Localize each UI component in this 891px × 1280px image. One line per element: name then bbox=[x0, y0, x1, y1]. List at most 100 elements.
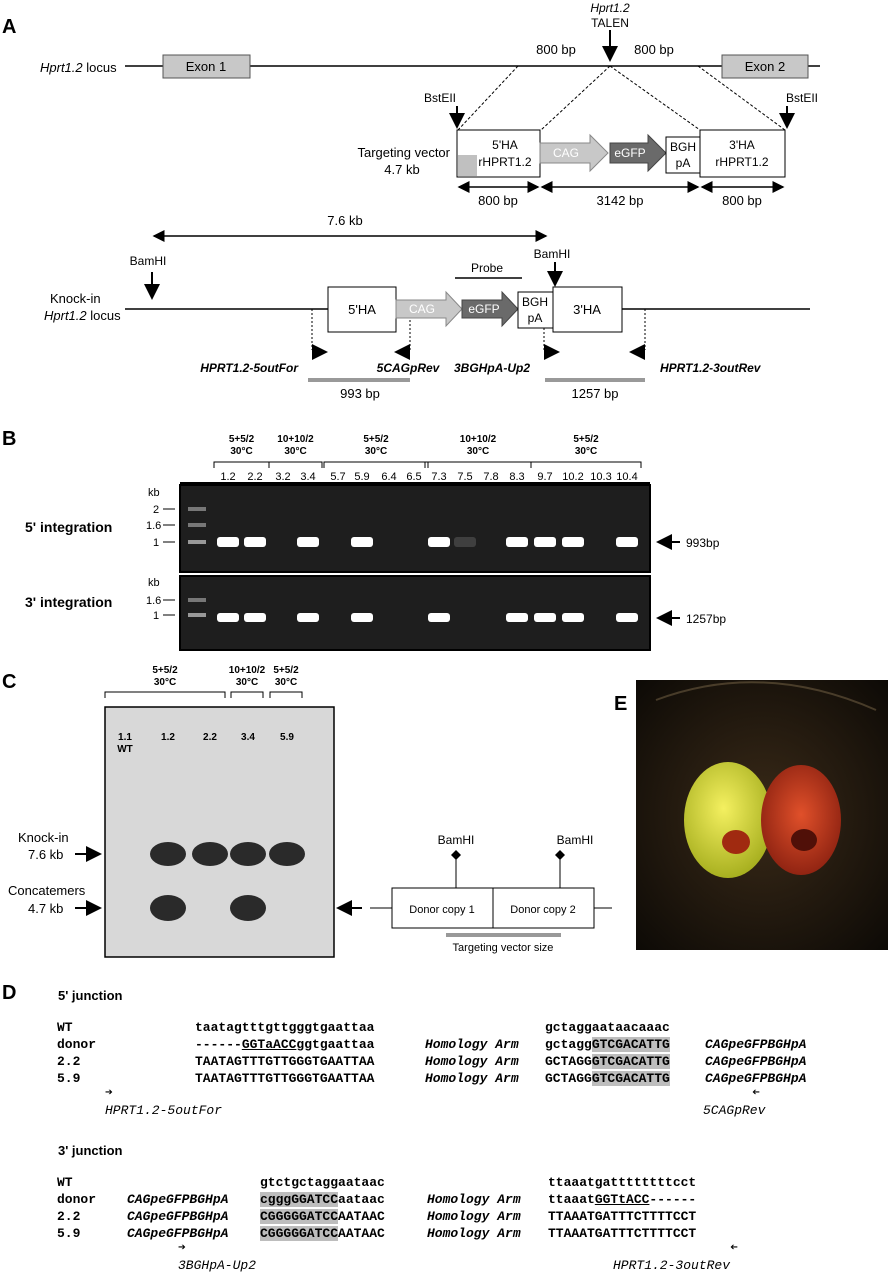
ladder-5-1.6: 1.6 bbox=[146, 520, 161, 532]
panel-a-diagram: A Hprt1.2 locus Exon 1 Exon 2 Hprt1.2 TA… bbox=[2, 1, 820, 401]
sali-site-highlight: GTCGACATTG bbox=[591, 1071, 670, 1086]
concatemers-label: Concatemers bbox=[8, 883, 86, 898]
row-name: 5.9 bbox=[57, 1071, 81, 1086]
lane-label: 7.3 bbox=[431, 471, 446, 483]
dim-left-label: 800 bp bbox=[478, 193, 518, 208]
dim-mid-label: 3142 bp bbox=[597, 193, 644, 208]
group-temperature: 30°C bbox=[365, 446, 387, 457]
band-3-prime bbox=[562, 613, 584, 622]
homology-arm: Homology Arm bbox=[427, 1192, 521, 1207]
row-label: 2.2 bbox=[57, 1054, 80, 1069]
left-sequence: gtctgctaggaataac bbox=[260, 1175, 385, 1190]
band-5-label: 993bp bbox=[686, 536, 720, 550]
cassette-label: CAGpeGFPBGHpA bbox=[127, 1209, 228, 1224]
cassette-label: CAGpeGFPBGHpA bbox=[705, 1054, 806, 1069]
lane-label: 1.2 bbox=[220, 471, 235, 483]
sequence: ttaaat bbox=[548, 1192, 595, 1207]
gel-3-kb: kb bbox=[148, 577, 160, 589]
sequence: TTAAATGATTTCTTTTCCT bbox=[548, 1209, 697, 1224]
vector-cag-arrow bbox=[539, 133, 609, 173]
sequence: TTAAATGATTTCTTTTCCT bbox=[548, 1226, 697, 1241]
sequence: aataac bbox=[338, 1192, 385, 1207]
band-5-prime bbox=[217, 537, 239, 547]
lane-label: 2.2 bbox=[247, 471, 262, 483]
homology-arm: Homology Arm bbox=[425, 1037, 519, 1052]
dashed-mapping-lines bbox=[457, 65, 786, 131]
vector-cag-label: CAG bbox=[553, 146, 579, 160]
ladder-band bbox=[188, 507, 206, 511]
sequence: taatagtttgttgggtgaattaa bbox=[195, 1020, 375, 1035]
band-5-prime bbox=[244, 537, 266, 547]
vector-5ha-shade bbox=[458, 155, 477, 176]
lane-label: 5.9 bbox=[354, 471, 369, 483]
cassette: CAGpeGFPBGHpA bbox=[705, 1054, 807, 1069]
sequence: gctagg bbox=[545, 1037, 592, 1052]
row-name: WT bbox=[57, 1175, 73, 1190]
blot-lane-label: 5.9 bbox=[280, 732, 294, 743]
ladder-3-1.6: 1.6 bbox=[146, 595, 161, 607]
concatemers-size: 4.7 kb bbox=[28, 901, 63, 916]
ki-5ha-label: 5'HA bbox=[348, 302, 376, 317]
homology-arm-label: Homology Arm bbox=[427, 1209, 521, 1224]
sequence: GCTAGG bbox=[545, 1054, 592, 1069]
homology-arm: Homology Arm bbox=[425, 1054, 519, 1069]
sequence: TAATAGTTTGTTGGGTGAATTAA bbox=[195, 1071, 375, 1086]
concatemer-band bbox=[230, 895, 266, 921]
blot-lane-label: 1.2 bbox=[161, 732, 175, 743]
bamhi-right-label: BamHI bbox=[534, 247, 571, 261]
cassette: CAGpeGFPBGHpA bbox=[127, 1192, 229, 1207]
vector-3ha-label: 3'HA bbox=[729, 138, 755, 152]
ki-bgh-sub: pA bbox=[528, 311, 543, 325]
band-5-prime bbox=[562, 537, 584, 547]
vector-bgh-sub: pA bbox=[676, 156, 691, 170]
vector-3ha-box bbox=[699, 129, 786, 178]
band-5-prime bbox=[454, 537, 476, 547]
donor-copy-1-label: Donor copy 1 bbox=[409, 904, 474, 916]
group-temperature: 30°C bbox=[275, 677, 297, 688]
band-3-prime bbox=[534, 613, 556, 622]
ladder-band bbox=[188, 598, 206, 602]
vector-bgh-label: BGH bbox=[670, 140, 696, 154]
donor-copy-2-label: Donor copy 2 bbox=[510, 904, 575, 916]
ki-3ha-label: 3'HA bbox=[573, 302, 601, 317]
right-sequence: ttaaatGGTtACC------ bbox=[548, 1192, 696, 1207]
band-3-prime bbox=[616, 613, 638, 622]
band-3-label: 1257bp bbox=[686, 612, 726, 626]
ladder-ticks bbox=[163, 508, 175, 616]
wt-embryo bbox=[761, 765, 841, 875]
row-name: 2.2 bbox=[57, 1209, 81, 1224]
bamhi-1-label: BamHI bbox=[438, 833, 475, 847]
group-temperature: 30°C bbox=[230, 446, 252, 457]
blot-lane-label: 3.4 bbox=[241, 732, 255, 743]
right-sequence: TTAAATGATTTCTTTTCCT bbox=[548, 1226, 696, 1241]
homology-arm-label: Homology Arm bbox=[425, 1054, 519, 1069]
bstEII-site: GGTaACC bbox=[241, 1037, 297, 1052]
homology-arm-label: Homology Arm bbox=[425, 1037, 519, 1052]
right-sequence: GCTAGGGTCGACATTG bbox=[545, 1054, 670, 1069]
primer-r5-arrow-icon: ➔ bbox=[752, 1085, 760, 1100]
ki-egfp-arrow bbox=[461, 290, 519, 328]
ki-bgh-label: BGH bbox=[522, 295, 548, 309]
gap: ------ bbox=[195, 1037, 242, 1052]
band-5-prime bbox=[616, 537, 638, 547]
bsteii-left-label: BstEII bbox=[424, 91, 456, 105]
knockin-band bbox=[230, 842, 266, 866]
group-condition: 10+10/2 bbox=[277, 434, 314, 445]
lane-label: 9.7 bbox=[537, 471, 552, 483]
ki-5ha-box bbox=[327, 286, 397, 333]
cassette-label: CAGpeGFPBGHpA bbox=[705, 1037, 806, 1052]
ki-locus-sub: Hprt1.2 locus bbox=[44, 308, 121, 323]
knockin-band bbox=[269, 842, 305, 866]
group-condition: 5+5/2 bbox=[229, 434, 255, 445]
vector-egfp-label: eGFP bbox=[614, 146, 645, 160]
gel-bands bbox=[188, 507, 638, 622]
band-5-prime bbox=[351, 537, 373, 547]
row-name: donor bbox=[57, 1037, 97, 1052]
ki-size-label: 7.6 kb bbox=[327, 213, 362, 228]
gel-5-kb: kb bbox=[148, 487, 160, 499]
vector-egfp-arrow bbox=[609, 133, 667, 173]
vector-5ha-sub: rHPRT1.2 bbox=[478, 155, 531, 169]
band-3-prime bbox=[428, 613, 450, 622]
group-temperature: 30°C bbox=[467, 446, 489, 457]
group-temperature: 30°C bbox=[154, 677, 176, 688]
